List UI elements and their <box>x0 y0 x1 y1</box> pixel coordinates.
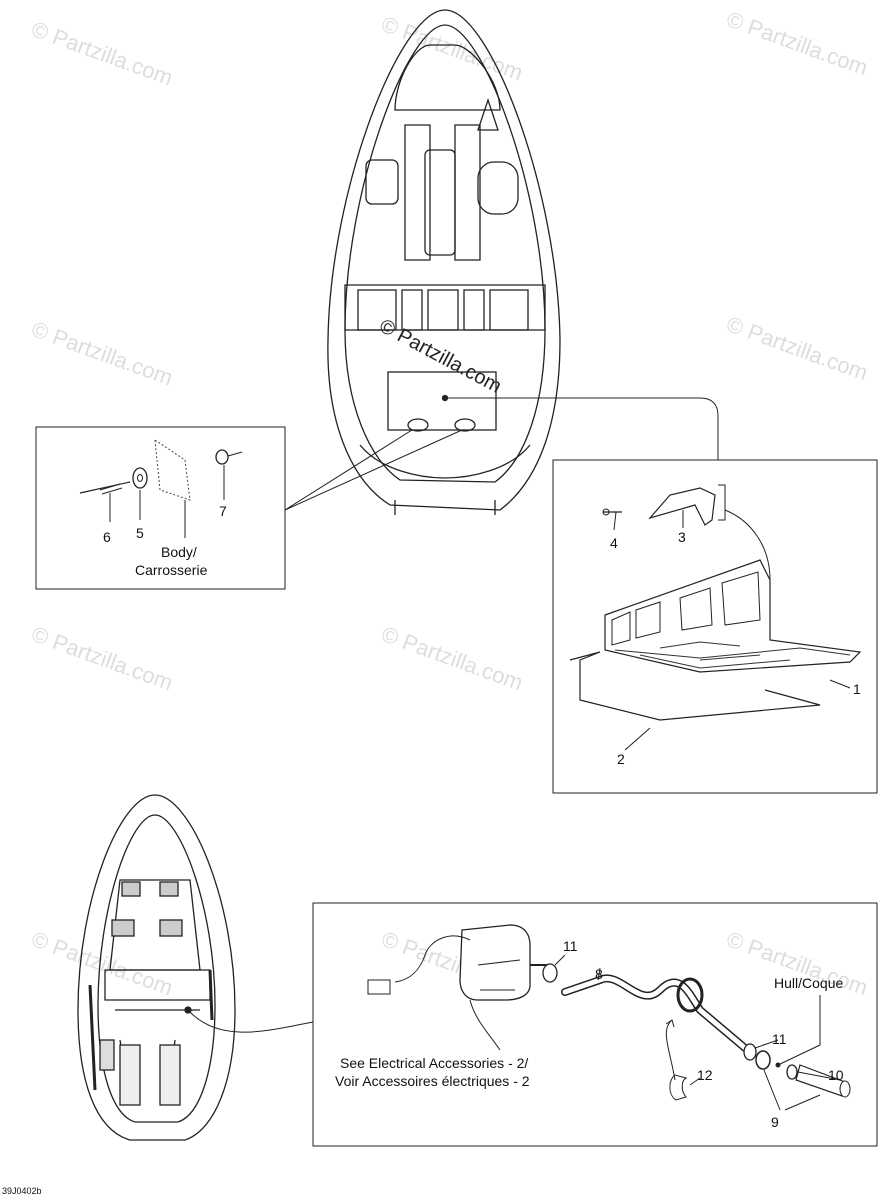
callout-5: 5 <box>136 525 144 541</box>
watercraft-hull-view <box>77 794 236 1141</box>
rear-step-detail: 4 3 1 2 <box>552 459 878 794</box>
body-fastener-detail: 6 5 7 Body/ Carrosserie <box>35 426 286 590</box>
callout-7: 7 <box>219 503 227 519</box>
leader-lines-top <box>284 397 719 511</box>
callout-9: 9 <box>771 1114 779 1130</box>
callout-1: 1 <box>853 681 861 697</box>
callout-12: 12 <box>697 1067 713 1083</box>
watermark: © Partzilla.com <box>723 311 871 385</box>
watercraft-top-view <box>327 9 561 515</box>
leader-line-bottom <box>187 1009 314 1033</box>
callout-2: 2 <box>617 751 625 767</box>
hull-label: Hull/Coque <box>774 975 843 991</box>
callout-4: 4 <box>610 535 618 551</box>
watermark-main: © Partzilla.com <box>376 315 505 398</box>
watermark-layer: © Partzilla.com © Partzilla.com © Partzi… <box>28 6 871 1000</box>
voir-accessoires-label: Voir Accessoires électriques - 2 <box>335 1073 530 1089</box>
bilge-pump-detail: 11 8 Hull/Coque 11 10 12 9 See Electrica… <box>312 902 878 1147</box>
watermark: © Partzilla.com <box>723 6 871 80</box>
see-electrical-label: See Electrical Accessories - 2/ <box>340 1055 528 1071</box>
callout-8: 8 <box>595 966 603 982</box>
carrosserie-label: Carrosserie <box>135 562 208 578</box>
watermark: © Partzilla.com <box>28 926 176 1000</box>
watermark: © Partzilla.com <box>378 11 526 85</box>
callout-11-bottom: 11 <box>772 1031 787 1047</box>
callout-6: 6 <box>103 529 111 545</box>
body-label: Body/ <box>161 544 197 560</box>
watermark: © Partzilla.com <box>28 621 176 695</box>
callout-10: 10 <box>828 1067 844 1083</box>
diagram-code: 39J0402b <box>2 1186 42 1196</box>
watermark: © Partzilla.com <box>28 316 176 390</box>
watermark: © Partzilla.com <box>28 16 176 90</box>
watermark: © Partzilla.com <box>378 621 526 695</box>
callout-3: 3 <box>678 529 686 545</box>
callout-11-top: 11 <box>563 938 578 954</box>
